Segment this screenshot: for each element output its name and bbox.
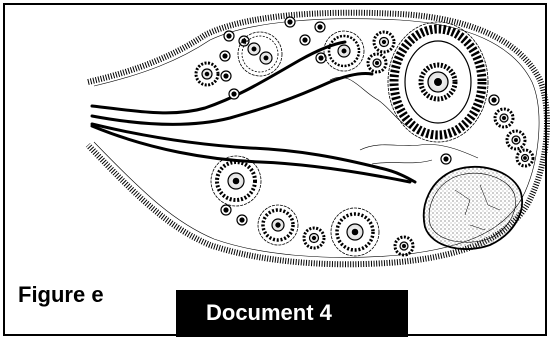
document-label: Document 4 [206,300,332,326]
corpus-luteum [424,167,522,249]
figure-label: Figure e [18,282,104,308]
mature-follicle [388,22,488,142]
document-label-box: Document 4 [176,290,408,337]
secondary-follicles [211,31,379,256]
